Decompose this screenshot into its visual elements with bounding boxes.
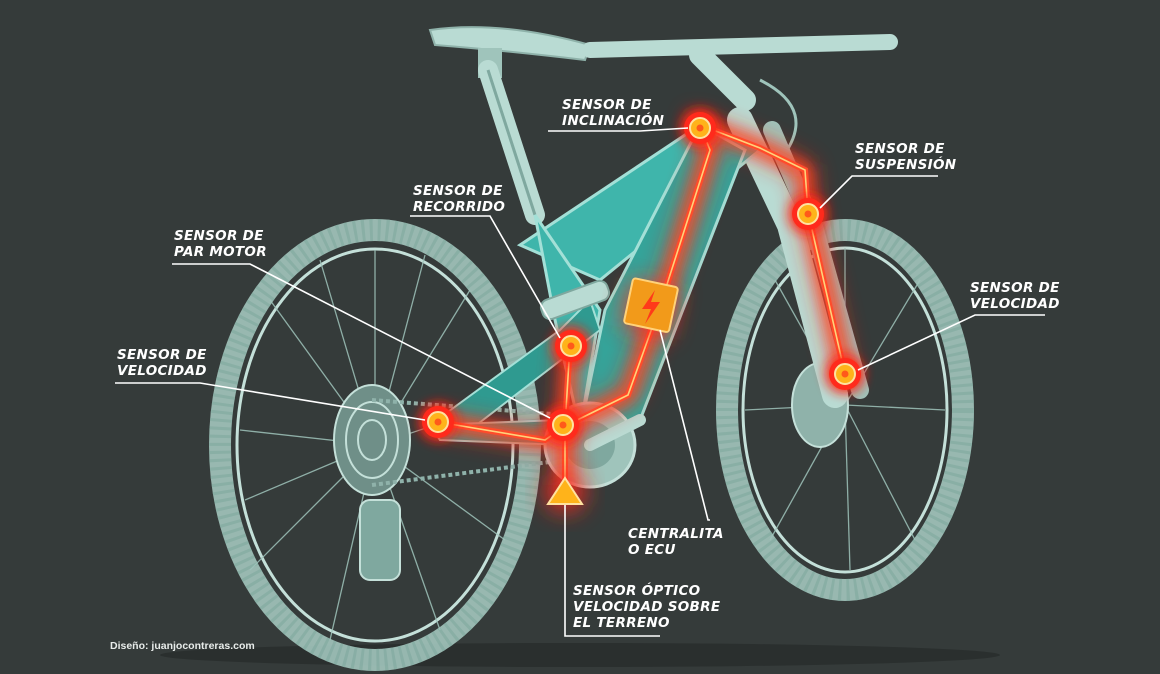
sensor-inclinacion-dot	[684, 112, 716, 144]
chain	[371, 398, 566, 487]
front-wheel	[716, 219, 974, 601]
leader-optico	[564, 505, 660, 637]
sensor-velocidad-delantera-dot	[829, 358, 861, 390]
rear-wheel	[209, 219, 541, 671]
sensor-par-motor-dot	[547, 409, 579, 441]
leader-velocidad-trasera	[115, 382, 426, 421]
leader-velocidad-delantera	[857, 314, 1045, 371]
sensor-velocidad-trasera-dot	[422, 406, 454, 438]
label-line: PAR MOTOR	[174, 244, 267, 260]
label-line: VELOCIDAD	[117, 363, 207, 379]
label-line: SENSOR DE	[117, 347, 207, 363]
triangle-warning-icon	[546, 476, 584, 505]
label-line: SUSPENSIÓN	[855, 157, 957, 173]
design-credit: Diseño: juanjocontreras.com	[110, 640, 255, 652]
label-line: SENSOR DE	[413, 183, 503, 199]
saddle	[428, 26, 592, 225]
sensor-suspension-dot	[792, 198, 824, 230]
label-sensor-velocidad-delantera: SENSOR DE VELOCIDAD	[970, 280, 1060, 312]
label-line: EL TERRENO	[573, 615, 670, 631]
label-line: O ECU	[628, 542, 676, 558]
label-centralita: CENTRALITA O ECU	[628, 526, 724, 558]
label-line: VELOCIDAD SOBRE	[573, 599, 721, 615]
label-line: RECORRIDO	[413, 199, 506, 215]
ground-shadow	[160, 643, 1000, 667]
leader-par-motor	[172, 263, 551, 419]
lightning-bolt-icon	[642, 290, 660, 324]
label-line: SENSOR DE	[855, 141, 945, 157]
optical-sensor	[545, 472, 585, 512]
label-sensor-par-motor: SENSOR DE PAR MOTOR	[174, 228, 267, 260]
sensor-recorrido-dot	[555, 330, 587, 362]
label-sensor-recorrido: SENSOR DE RECORRIDO	[413, 183, 505, 215]
leader-recorrido	[410, 215, 561, 339]
label-sensor-suspension: SENSOR DE SUSPENSIÓN	[855, 141, 956, 173]
ecu-box	[621, 277, 679, 338]
label-line: SENSOR DE	[562, 97, 652, 113]
label-line: INCLINACIÓN	[562, 113, 665, 129]
label-sensor-optico: SENSOR ÓPTICO VELOCIDAD SOBRE EL TERRENO	[573, 583, 720, 631]
label-sensor-inclinacion: SENSOR DE INCLINACIÓN	[562, 97, 664, 129]
leader-suspension	[819, 175, 938, 209]
leader-inclinacion	[548, 127, 689, 132]
label-line: VELOCIDAD	[970, 296, 1060, 312]
leader-centralita	[659, 329, 710, 521]
leader-lines	[115, 127, 1045, 637]
label-line: SENSOR DE	[174, 228, 264, 244]
label-sensor-velocidad-trasera: SENSOR DE VELOCIDAD	[117, 347, 207, 379]
label-line: SENSOR ÓPTICO	[573, 583, 701, 599]
label-line: SENSOR DE	[970, 280, 1060, 296]
label-line: CENTRALITA	[628, 526, 724, 542]
